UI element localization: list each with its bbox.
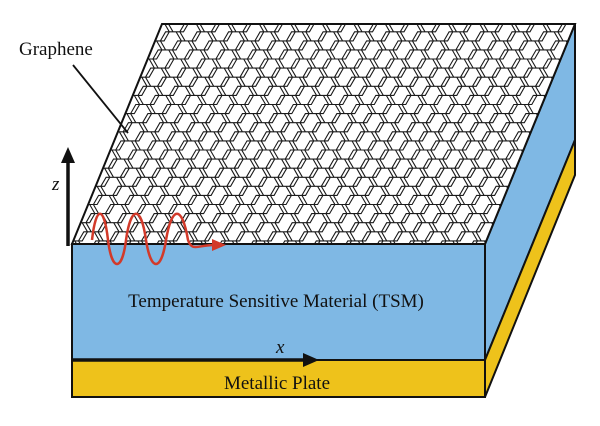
- surface-wave-arrowhead: [212, 239, 226, 251]
- metal-label: Metallic Plate: [224, 373, 330, 394]
- top-face-outline: [70, 23, 577, 245]
- graphene-pointer-line: [72, 64, 129, 134]
- tsm-front-face: [71, 243, 486, 361]
- z-axis-label: z: [51, 174, 60, 195]
- metal-front-face: [71, 359, 486, 398]
- graphene-label: Graphene: [19, 39, 93, 60]
- z-axis-arrowhead: [61, 147, 75, 163]
- surface-wave: [90, 212, 215, 265]
- x-axis-arrowhead: [303, 353, 319, 367]
- tsm-label: Temperature Sensitive Material (TSM): [128, 291, 424, 312]
- x-axis-label: x: [275, 337, 285, 358]
